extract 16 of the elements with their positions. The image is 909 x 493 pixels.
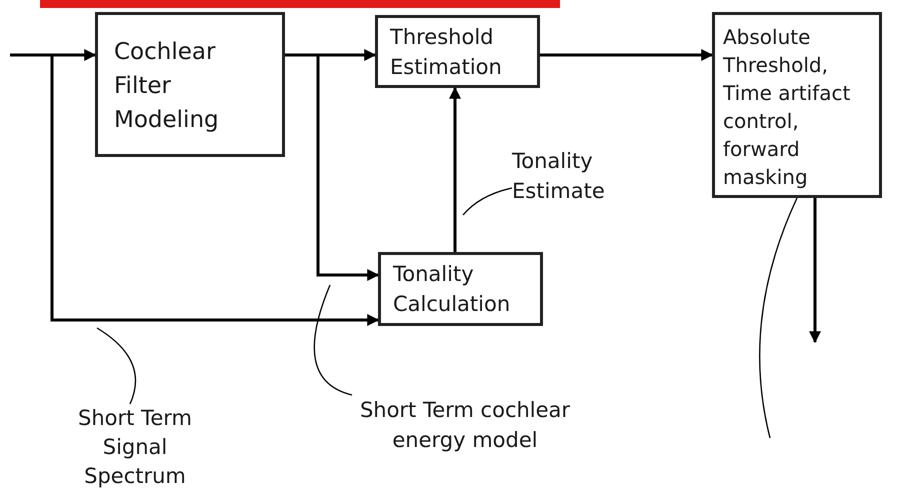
annotation-text: Tonality Estimate [512,146,642,208]
annotation-text: Short Term cochlear energy model [340,395,590,455]
process-box: Threshold Estimation [375,15,540,88]
arrow [809,198,821,344]
leader-line [462,187,512,216]
leader-line [96,327,136,404]
process-box: Absolute Threshold, Time artifact control, forward masking [712,12,882,198]
arrow [449,86,461,252]
arrow [10,54,380,326]
leader-line [314,284,352,396]
arrow [285,54,380,281]
arrow [540,49,714,61]
process-box: Cochlear Filter Modeling [95,12,285,157]
leader-line [759,198,798,438]
process-box: Tonality Calculation [378,252,543,326]
annotation-text: Short Term Signal Spectrum [55,404,215,492]
